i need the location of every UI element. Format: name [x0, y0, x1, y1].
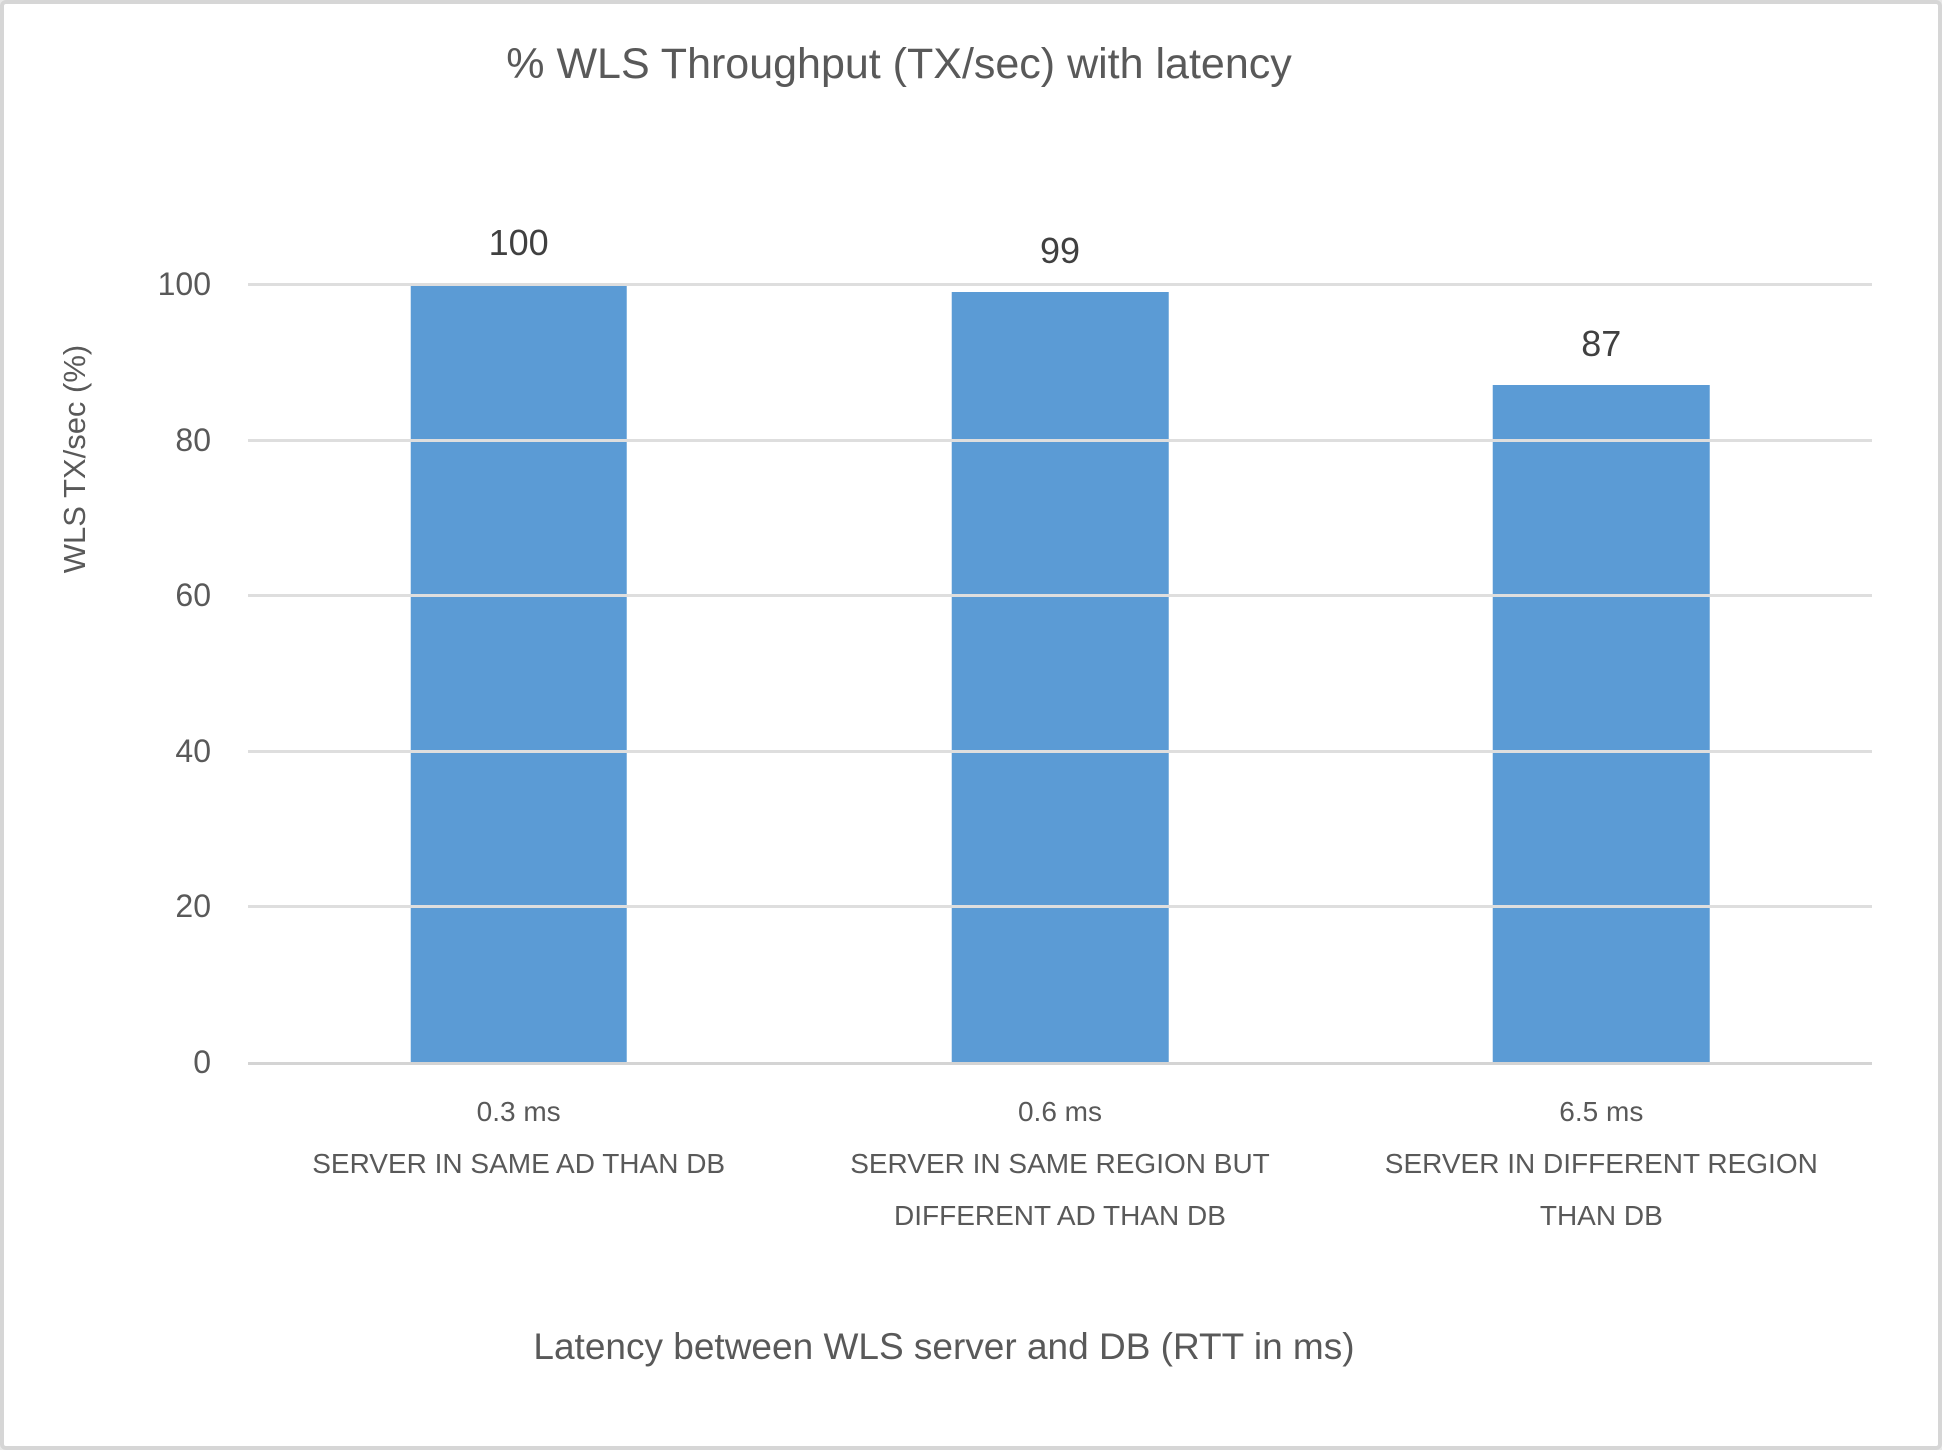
bar-value-label: 100: [488, 222, 549, 263]
category-latency: 6.5 ms: [1559, 1096, 1644, 1127]
bar-value-label: 87: [1581, 323, 1622, 365]
gridline: [248, 749, 1872, 753]
y-tick-label: 80: [175, 421, 211, 458]
gridline: [248, 438, 1872, 442]
bar-slot: 87: [1331, 284, 1872, 1062]
category-description-line: THAN DB: [1539, 1200, 1663, 1231]
y-tick-label: 20: [175, 888, 211, 925]
bar: [951, 291, 1169, 1062]
category-latency: 0.6 ms: [1017, 1096, 1102, 1127]
y-tick-label: 100: [157, 266, 211, 302]
bar-value-label: 99: [1039, 229, 1081, 271]
category-description-line: SERVER IN SAME REGION BUT: [850, 1148, 1270, 1179]
bar-series: 100 99 87: [248, 222, 1872, 1062]
x-axis-category-labels: 0.3 ms SERVER IN SAME AD THAN DB 0.6 ms SER…: [248, 1086, 1872, 1242]
y-axis: 0 20 40 60 80 100: [4, 268, 211, 1078]
gridline: [248, 594, 1872, 598]
y-tick-label: 40: [175, 732, 211, 769]
bar-slot: 100: [248, 222, 789, 1062]
category-label: 6.5 ms SERVER IN DIFFERENT REGION THAN DB: [1331, 1086, 1872, 1242]
chart-title: % WLS Throughput (TX/sec) with latency: [506, 40, 1292, 88]
x-axis-title: Latency between WLS server and DB (RTT i…: [533, 1326, 1355, 1367]
category-latency: 0.3 ms: [476, 1096, 561, 1127]
gridline: [248, 905, 1872, 909]
plot-area: 100 99 87: [248, 222, 1872, 1065]
category-label: 0.3 ms SERVER IN SAME AD THAN DB: [248, 1086, 789, 1242]
bar-slot: 99: [789, 230, 1330, 1062]
bar: [1493, 385, 1710, 1062]
category-description-line: SERVER IN SAME AD THAN DB: [312, 1148, 726, 1179]
gridline: [248, 283, 1872, 286]
bar: [410, 284, 627, 1062]
category-description-line: DIFFERENT AD THAN DB: [894, 1200, 1226, 1231]
y-tick-label: 60: [175, 577, 211, 614]
y-tick-label: 0: [193, 1044, 211, 1080]
category-description-line: SERVER IN DIFFERENT REGION: [1384, 1148, 1818, 1179]
category-label: 0.6 ms SERVER IN SAME REGION BUT DIFFERENT…: [789, 1086, 1330, 1242]
